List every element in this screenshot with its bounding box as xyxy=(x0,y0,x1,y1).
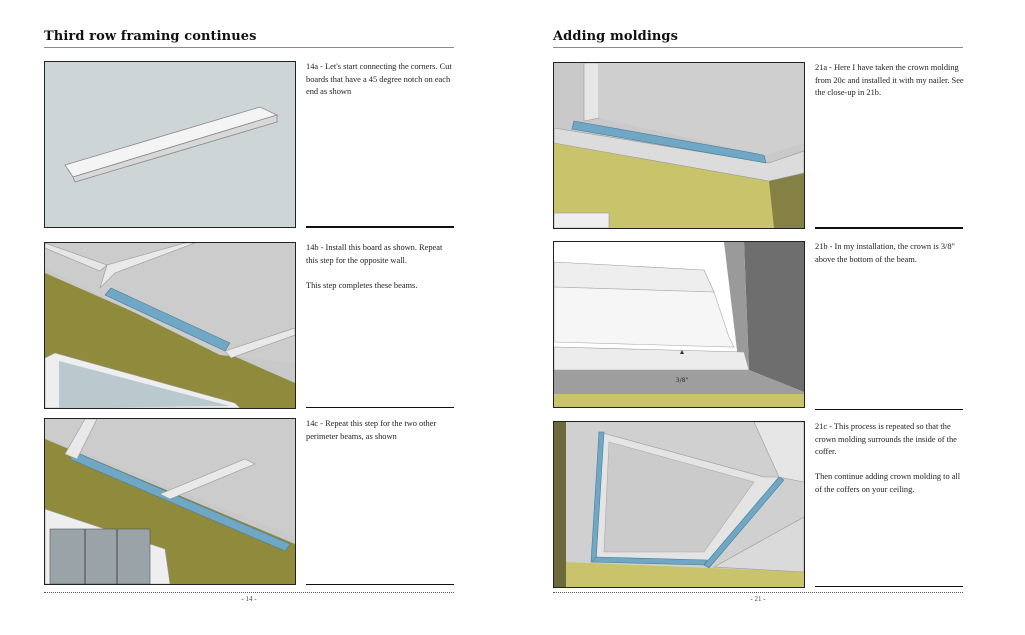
step-figure xyxy=(553,62,805,229)
step-paragraph: 14a - Let's start connecting the corners… xyxy=(306,62,452,97)
step-description: 21b - In my installation, the crown is 3… xyxy=(815,241,965,279)
step-figure xyxy=(44,242,296,409)
left-page: Third row framing continues 14a - Let's … xyxy=(44,0,474,635)
footer-rule xyxy=(44,592,454,593)
step-description: 14b - Install this board as shown. Repea… xyxy=(306,242,456,305)
beam-illustration xyxy=(45,243,295,408)
step-figure xyxy=(44,61,296,228)
step-paragraph: Then continue adding crown molding to al… xyxy=(815,472,961,494)
step-divider xyxy=(815,227,963,229)
step-divider xyxy=(815,586,963,587)
perimeter-beams-illustration xyxy=(45,419,295,584)
page-title: Adding moldings xyxy=(553,29,679,44)
step-figure xyxy=(44,418,296,585)
step-divider xyxy=(306,407,454,408)
title-rule xyxy=(44,47,454,48)
step-figure xyxy=(553,421,805,588)
step-paragraph: 14b - Install this board as shown. Repea… xyxy=(306,243,443,265)
crown-molding-illustration xyxy=(554,63,804,228)
crown-closeup-illustration: 3/8" xyxy=(554,242,804,407)
step-divider xyxy=(815,409,963,410)
page-number: - 21 - xyxy=(750,595,766,603)
step-divider xyxy=(306,226,454,228)
step-paragraph: This step completes these beams. xyxy=(306,280,418,290)
step-description: 21c - This process is repeated so that t… xyxy=(815,421,965,509)
step-paragraph: 14c - Repeat this step for the two other… xyxy=(306,419,437,441)
footer-rule xyxy=(553,592,963,593)
step-divider xyxy=(306,584,454,585)
coffer-illustration xyxy=(554,422,804,587)
step-description: 14a - Let's start connecting the corners… xyxy=(306,61,456,111)
step-figure: 3/8" xyxy=(553,241,805,408)
step-paragraph: 21a - Here I have taken the crown moldin… xyxy=(815,63,964,98)
right-page: Adding moldings 21a - Here I have taken … xyxy=(553,0,983,635)
step-description: 21a - Here I have taken the crown moldin… xyxy=(815,62,965,112)
title-rule xyxy=(553,47,963,48)
step-paragraph: 21b - In my installation, the crown is 3… xyxy=(815,242,955,264)
page-number: - 14 - xyxy=(241,595,257,603)
step-paragraph: 21c - This process is repeated so that t… xyxy=(815,422,957,457)
step-description: 14c - Repeat this step for the two other… xyxy=(306,418,456,456)
board-illustration xyxy=(45,62,295,227)
measurement-label: 3/8" xyxy=(676,377,689,384)
page-title: Third row framing continues xyxy=(44,29,257,44)
